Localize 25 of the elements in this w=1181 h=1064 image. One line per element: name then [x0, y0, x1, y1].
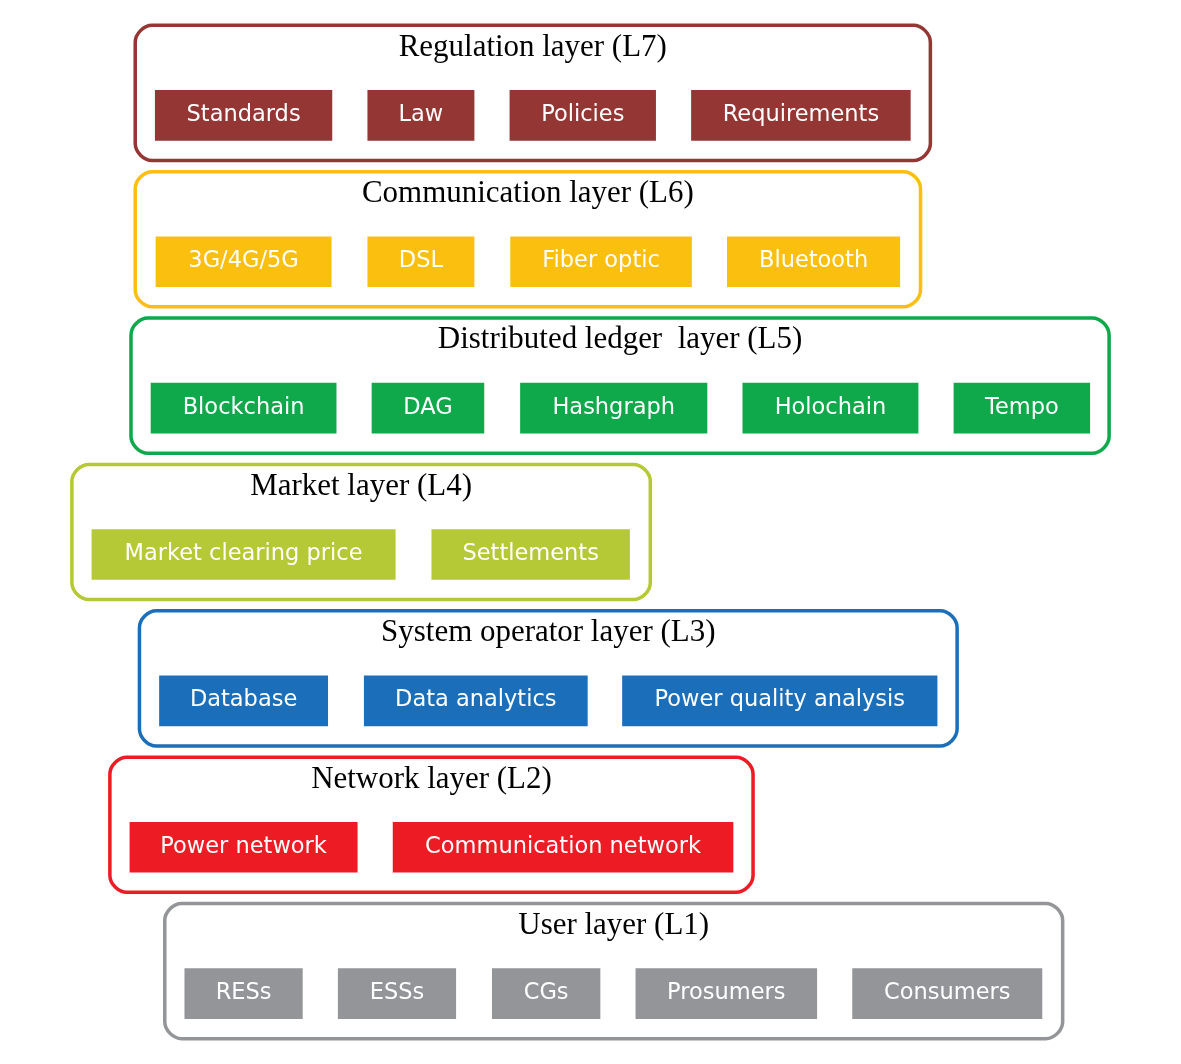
node-box: CGs — [492, 968, 601, 1019]
node-box: Standards — [154, 90, 333, 141]
node-box: 3G/4G/5G — [155, 236, 332, 288]
node-box: Law — [367, 90, 475, 141]
node-box: Hashgraph — [520, 382, 708, 434]
node-box: DSL — [367, 236, 475, 288]
node-box: Blockchain — [150, 382, 337, 434]
node-box: Settlements — [431, 529, 630, 580]
node-box: Power network — [129, 821, 358, 873]
node-box: ESSs — [337, 968, 457, 1019]
node-box: Holochain — [742, 382, 919, 434]
node-box: Requirements — [691, 90, 911, 141]
node-box: Policies — [509, 90, 656, 141]
node-box: Data analytics — [363, 675, 588, 727]
node-box: Fiber optic — [510, 236, 692, 288]
node-box: Prosumers — [635, 968, 818, 1019]
node-box: Consumers — [852, 968, 1043, 1019]
node-box: Power quality analysis — [622, 675, 938, 727]
node-box: Communication network — [392, 821, 734, 873]
node-box: Tempo — [953, 382, 1091, 434]
node-box: DAG — [371, 382, 485, 434]
node-box: Database — [159, 675, 329, 727]
node-box: Market clearing price — [91, 529, 396, 580]
node-box: RESs — [184, 968, 303, 1019]
node-box: Bluetooth — [727, 236, 901, 288]
